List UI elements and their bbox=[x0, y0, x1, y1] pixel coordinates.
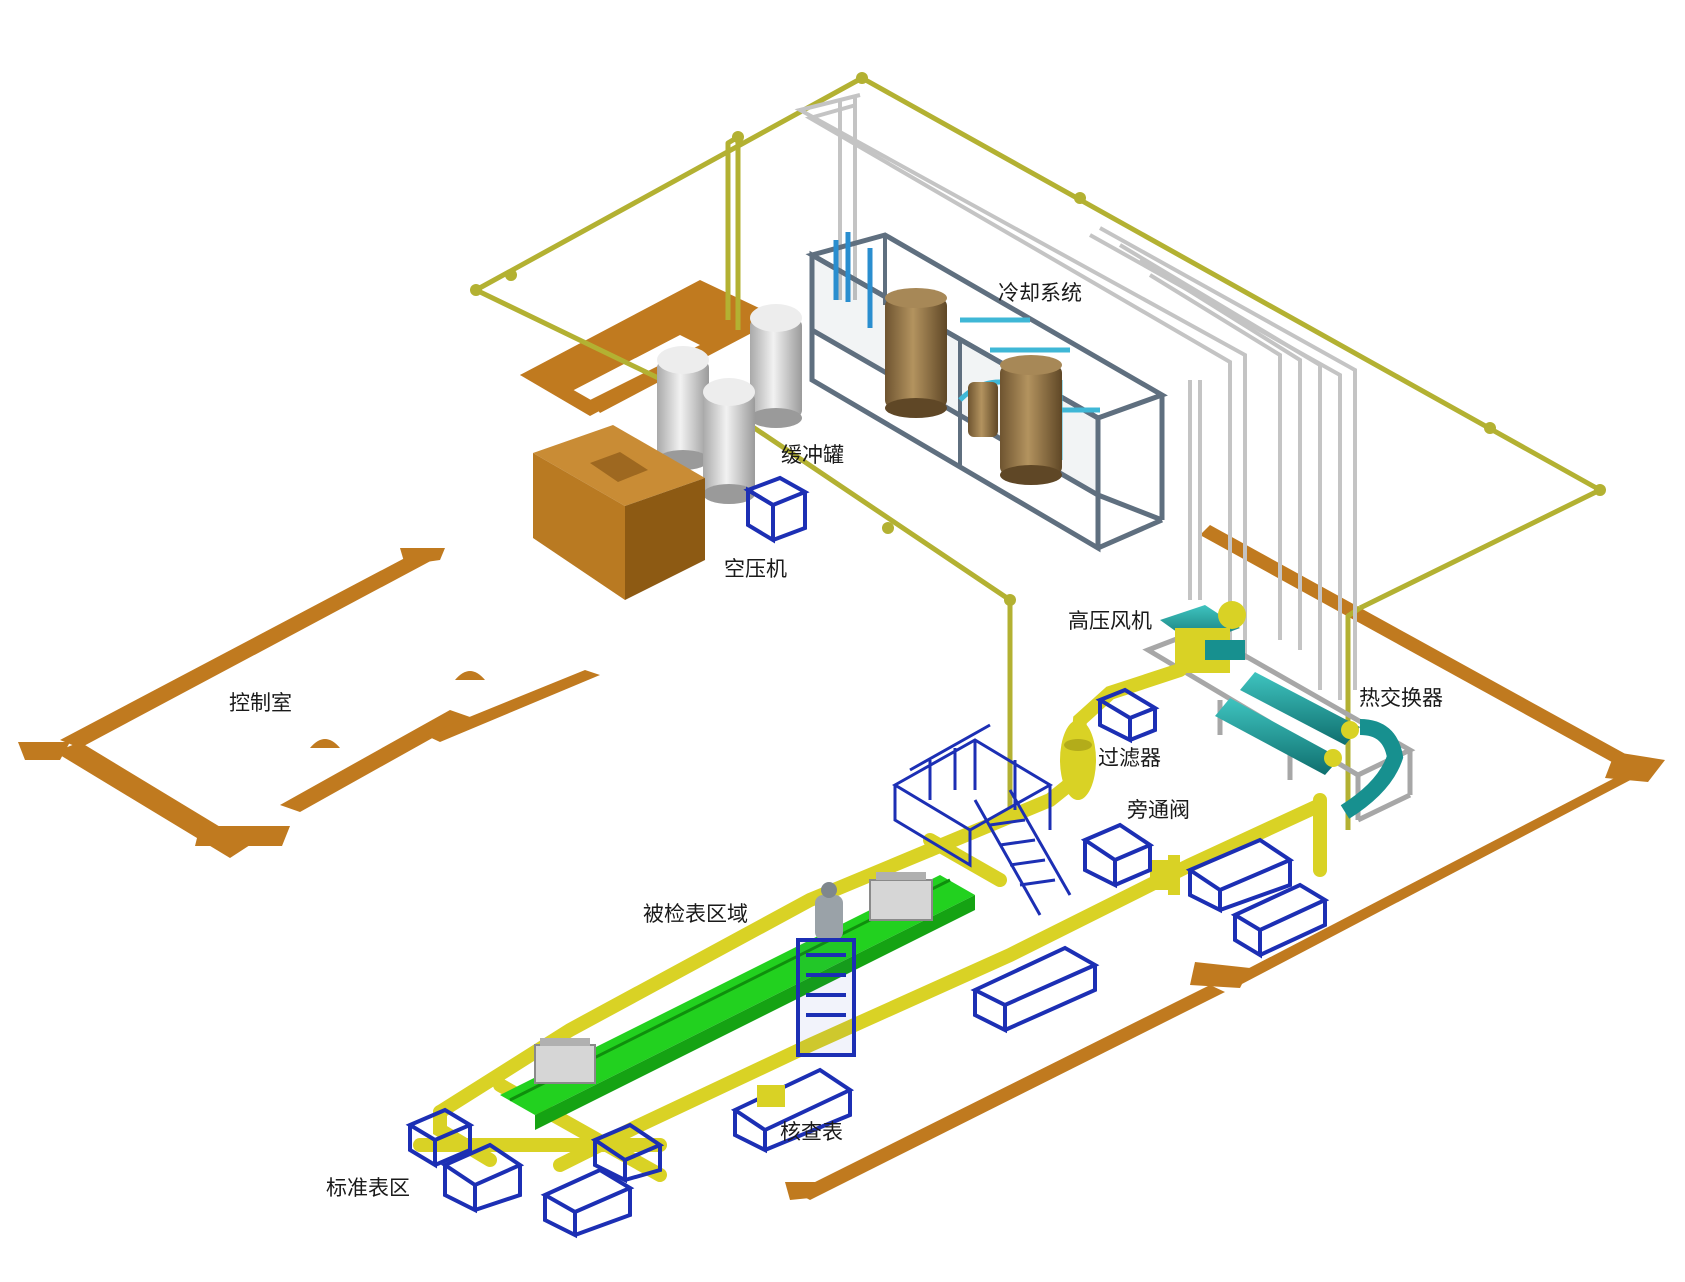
control-room-walls bbox=[18, 548, 600, 858]
main-hall-boundary bbox=[785, 525, 1665, 1200]
cooling-tank-small bbox=[968, 382, 998, 437]
meter-under-test-2 bbox=[869, 872, 933, 921]
label-check-meter: 核查表 bbox=[780, 1120, 843, 1144]
label-heat-exchanger: 热交换器 bbox=[1359, 686, 1443, 710]
inspection-stair-platform bbox=[892, 723, 1072, 916]
filter-vessel bbox=[1060, 720, 1096, 800]
air-compressor-unit bbox=[533, 425, 705, 600]
label-control-room: 控制室 bbox=[229, 691, 292, 715]
bypass-valve bbox=[1150, 855, 1180, 895]
pipe-support-frames bbox=[405, 687, 1330, 1239]
gas-cylinder bbox=[815, 882, 843, 940]
label-cooling-system: 冷却系统 bbox=[998, 281, 1082, 305]
label-buffer-tank: 缓冲罐 bbox=[781, 443, 844, 467]
buffer-tank-frame bbox=[743, 475, 810, 544]
label-high-pressure-blower: 高压风机 bbox=[1068, 609, 1152, 633]
compressor-foundation bbox=[520, 280, 780, 416]
buffer-tank-3 bbox=[703, 378, 755, 504]
label-bypass-valve: 旁通阀 bbox=[1127, 798, 1190, 822]
cooling-tank-1 bbox=[885, 288, 947, 418]
label-air-compressor: 空压机 bbox=[724, 557, 787, 581]
check-meter-frame bbox=[796, 938, 856, 1057]
exhaust-pipes bbox=[794, 93, 1357, 700]
buffer-tank-1 bbox=[657, 346, 709, 470]
label-filter: 过滤器 bbox=[1098, 746, 1161, 770]
label-standard-meter-area: 标准表区 bbox=[326, 1176, 410, 1200]
buffer-tank-2 bbox=[750, 304, 802, 428]
label-meter-under-test-area: 被检表区域 bbox=[643, 902, 748, 926]
check-meter bbox=[757, 1085, 785, 1107]
pipeline-joints bbox=[470, 72, 1606, 606]
cooling-tank-2 bbox=[1000, 355, 1062, 485]
heat-exchanger bbox=[1215, 672, 1404, 819]
meter-under-test-1 bbox=[534, 1038, 596, 1084]
high-pressure-blower bbox=[1160, 601, 1246, 673]
